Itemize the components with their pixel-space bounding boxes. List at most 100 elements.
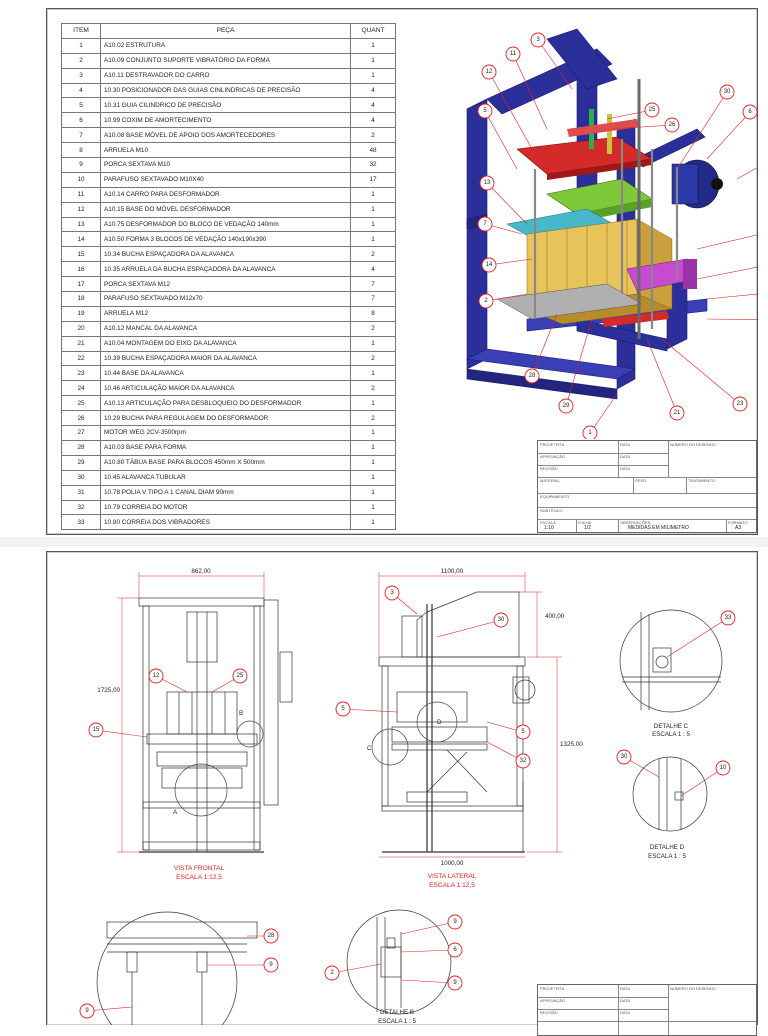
balloon-leader [661,338,741,405]
balloon-leader [589,393,618,434]
side-view [371,591,536,853]
part-balloon: 13 [479,175,495,191]
balloon-circle [530,32,546,48]
bom-cell-item: 31 [61,484,101,501]
bom-cell-item: 10 [61,171,101,188]
bom-cell-item: 3 [61,67,101,84]
balloon-circle [481,257,497,273]
bom-cell-item: 23 [61,365,101,382]
bom-cell-part: 10.34 BUCHA ESPAÇADORA DA ALAVANCA [100,246,351,263]
orthographic-views: 862,00 1725,00 A B VISTA FRONTAL ESCALA … [79,568,736,1025]
bom-cell-item: 4 [61,82,101,99]
tb2-revisao: REVISÃO [540,1010,558,1015]
bom-cell-qty: 1 [350,37,396,54]
balloon-number: 12 [486,69,493,75]
bom-cell-qty: 4 [350,82,396,99]
balloon-circle [616,749,632,765]
red-carriage [516,109,653,180]
bom-cell-item: 15 [61,246,101,263]
side-view-dimensions [378,572,562,858]
part-balloon: 1 [582,425,598,439]
balloon-number: 9 [85,1008,89,1014]
bom-cell-part: A10.80 TÁBUA BASE PARA BLOCOS 450mm X 50… [100,454,351,471]
bom-cell-qty: 2 [350,246,396,263]
balloon-circle [515,724,531,740]
bom-cell-qty: 1 [350,499,396,516]
balloon-leader [331,963,382,974]
balloon-leader [696,266,757,280]
balloon-circle [582,425,598,439]
bom-cell-part: PORCA SEXTAVA M12 [100,276,351,293]
front-detail-b-label: B [239,710,243,717]
bom-cell-part: PORCA SEXTAVA M10 [100,157,351,173]
part-balloon: 15 [88,722,104,738]
balloon-number: 21 [674,410,681,416]
side-view-scale: ESCALA 1:12,5 [429,882,475,889]
detail-b-title: DETALHE B [380,1009,414,1016]
tb1-escala: 1:10 [544,525,554,531]
balloon-number: 9 [269,962,273,968]
bom-cell-part: A10.75 DESFORMADOR DO BLOCO DE VEDAÇÃO 1… [100,216,351,233]
bom-cell-qty: 1 [350,52,396,69]
bom-cell-qty: 4 [350,112,396,129]
balloon-leader [565,318,593,407]
part-balloon: 7 [477,216,493,232]
bom-cell-item: 6 [61,112,101,129]
balloon-leader [342,708,398,713]
part-balloon: 2 [324,965,340,981]
part-balloon: 26 [664,117,680,133]
tb1-tratamento: TRATAMENTO [688,478,715,483]
side-width-dim: 1100,00 [441,568,464,575]
tb1-formato: A3 [735,525,742,531]
balloon-number: 30 [724,89,731,95]
balloon-circle [148,668,164,684]
balloon-number: 28 [268,933,275,939]
bom-cell-qty: 1 [350,439,396,456]
tb2-numero: NÚMERO DO DESENHO [670,986,716,991]
balloon-circle [732,396,748,412]
bom-cell-part: 10.31 GUIA CILINDRICO DE PRECISÃO [100,97,351,114]
balloon-number: 3 [390,590,394,596]
bom-cell-qty: 2 [350,380,396,397]
title-block-1: PROJETISTA DATA NÚMERO DO DESENHO APROVA… [537,440,757,533]
bom-header-part: PEÇA [100,23,351,39]
front-height-dim: 1725,00 [97,687,120,694]
balloon-leader [666,617,729,658]
balloon-leader [436,619,502,638]
bom-cell-item: 24 [61,380,101,397]
bom-cell-item: 28 [61,439,101,456]
balloon-leader [696,234,757,250]
bom-cell-qty: 2 [350,410,396,427]
detail-c [619,609,723,713]
bom-cell-part: A10.15 BASE DO MÓVEL DESFORMADOR [100,201,351,218]
balloon-leader [400,921,456,935]
bom-header-qty: QUANT [350,23,396,39]
bom-cell-qty: 4 [350,97,396,114]
bom-cell-qty: 1 [350,201,396,218]
bom-cell-item: 18 [61,291,101,307]
tb1-folha: 1/2 [584,525,591,531]
part-balloon: 28 [524,368,540,384]
bom-cell-item: 12 [61,201,101,218]
part-balloon: 25 [232,668,248,684]
balloon-leader [484,110,518,170]
balloon-number: 7 [483,221,487,227]
balloon-circle [477,103,493,119]
tb1-subtitulo: SUBTÍTULO [540,508,563,513]
part-balloon: 9 [447,975,463,991]
tb1-folha-label: FOLHA [578,520,592,525]
bom-cell-item: 11 [61,186,101,203]
detail-a [96,911,258,1025]
side-top-dim: 400,00 [545,613,565,620]
